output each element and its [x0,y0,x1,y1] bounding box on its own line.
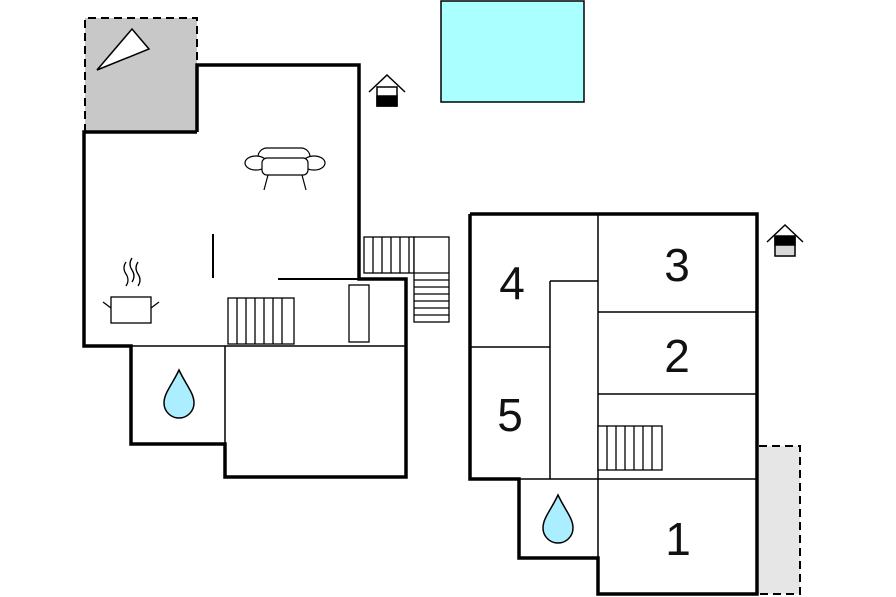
room-number-3: 3 [664,239,690,291]
room-number-1: 1 [665,513,691,565]
armchair-icon [244,147,326,191]
room-number-2: 2 [664,330,690,382]
staircase-left-internal [227,297,295,345]
cooking-pot-icon [102,257,160,324]
entrance-icon [368,73,406,107]
left-building-walls [82,63,408,479]
pool [440,0,585,103]
cabinet [348,284,370,343]
entrance-icon [766,223,804,257]
bathroom-drop-icon [542,493,574,544]
room-number-4: 4 [499,257,525,309]
sun-lounger-icon [96,27,151,71]
bathroom-drop-icon [163,368,195,419]
staircase-right-internal [597,425,663,471]
terrace-area [84,17,198,132]
staircase-external [363,236,450,323]
room-number-5: 5 [497,389,523,441]
terrace-strip [759,445,801,595]
